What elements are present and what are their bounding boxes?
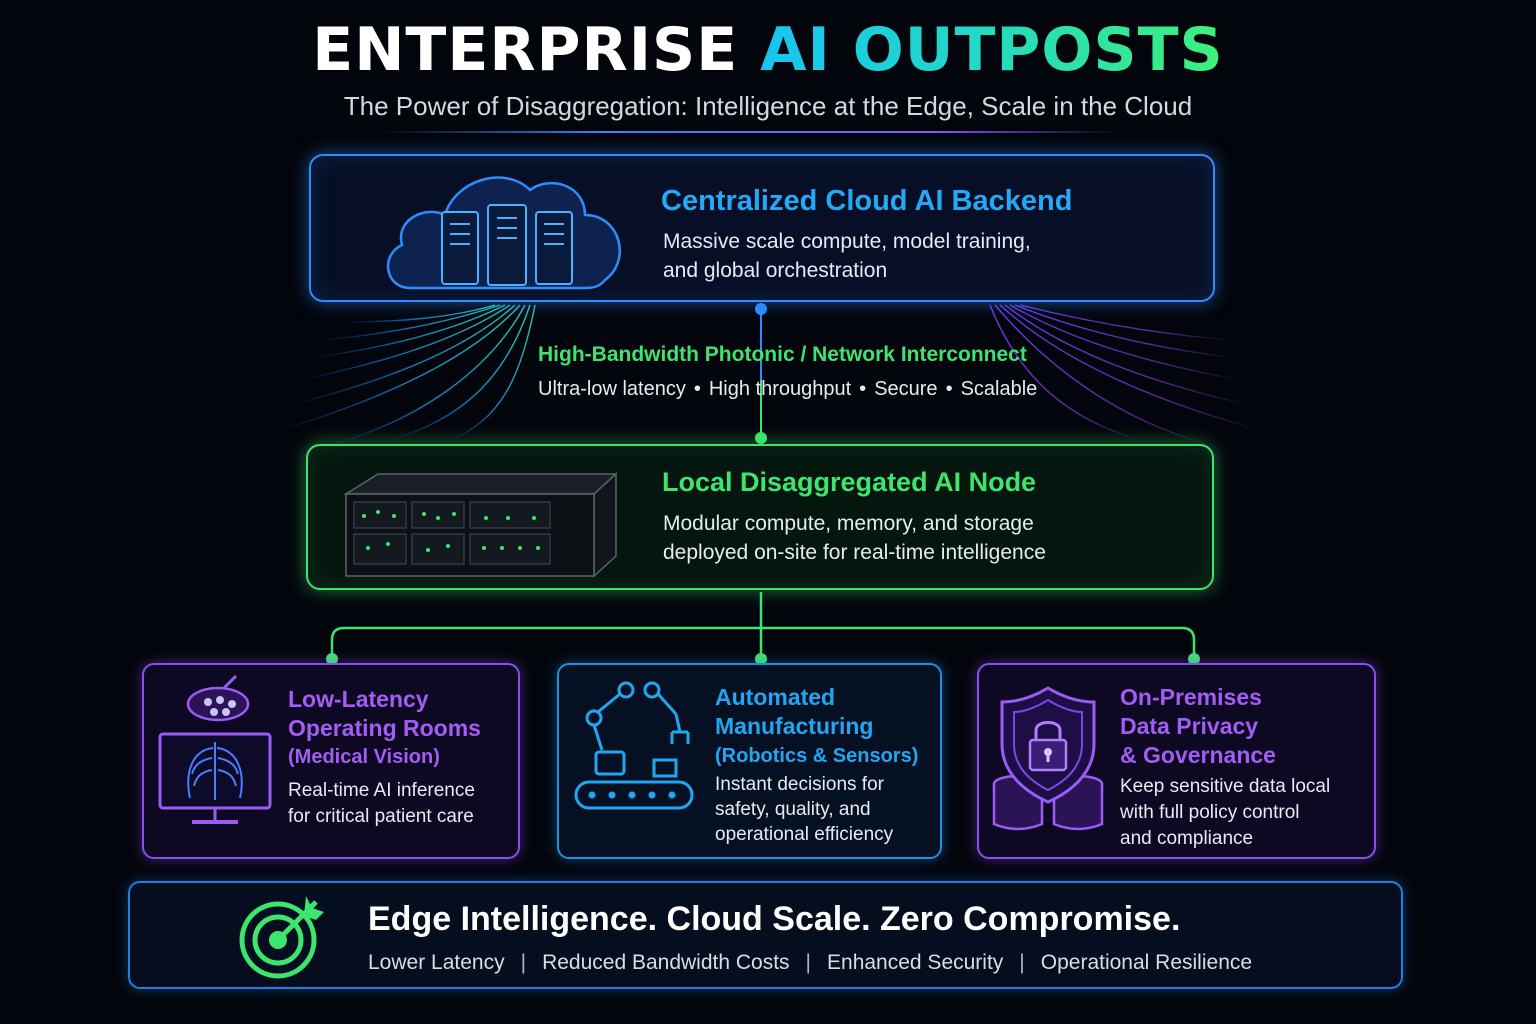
shield-lock-icon xyxy=(992,686,1104,831)
card1-body-line1: Real-time AI inference xyxy=(288,780,475,801)
benefit-separator: | xyxy=(805,951,812,974)
feature-scalable: Scalable xyxy=(960,378,1038,400)
feature-low-latency: Ultra-low latency xyxy=(538,378,686,400)
cloud-server-icon xyxy=(386,176,621,290)
left-streams xyxy=(279,304,536,446)
card3-body-line2: with full policy control xyxy=(1120,802,1300,823)
interconnect-features: Ultra-low latency • High throughput • Se… xyxy=(538,378,1037,401)
card1-title-line2: Operating Rooms xyxy=(288,715,481,741)
card2-subtitle: (Robotics & Sensors) xyxy=(715,745,919,767)
feature-separator: • xyxy=(945,378,953,400)
card2-body-line1: Instant decisions for xyxy=(715,774,884,795)
right-streams xyxy=(989,304,1261,446)
cloud-backend-line2: and global orchestration xyxy=(663,259,888,282)
card1-body-line2: for critical patient care xyxy=(288,806,474,827)
card3-body-line3: and compliance xyxy=(1120,828,1254,849)
feature-secure: Secure xyxy=(874,378,938,400)
local-node-title: Local Disaggregated AI Node xyxy=(662,467,1037,497)
footer-tagline: Edge Intelligence. Cloud Scale. Zero Com… xyxy=(368,900,1181,938)
medical-monitor-icon xyxy=(158,674,272,824)
page-subtitle: The Power of Disaggregation: Intelligenc… xyxy=(343,91,1193,121)
cloud-backend-line1: Massive scale compute, model training, xyxy=(663,230,1031,253)
title-part-1: ENTERPRISE xyxy=(312,15,739,85)
local-node-line1: Modular compute, memory, and storage xyxy=(663,512,1034,535)
local-node-line2: deployed on-site for real-time intellige… xyxy=(663,541,1046,564)
footer-banner xyxy=(128,881,1403,989)
card2-body-line2: safety, quality, and xyxy=(715,799,871,820)
interconnect-title: High-Bandwidth Photonic / Network Interc… xyxy=(538,343,1027,366)
benefit-resilience: Operational Resilience xyxy=(1040,951,1253,974)
card1-title-line1: Low-Latency xyxy=(288,686,429,712)
card3-title-line1: On-Premises xyxy=(1120,684,1262,710)
card2-body-line3: operational efficiency xyxy=(715,824,894,845)
feature-separator: • xyxy=(693,378,701,400)
card1-subtitle: (Medical Vision) xyxy=(288,746,440,768)
card3-title-line2: Data Privacy xyxy=(1120,713,1259,739)
footer-benefits: Lower Latency | Reduced Bandwidth Costs … xyxy=(368,951,1252,975)
card3-body-line1: Keep sensitive data local xyxy=(1120,776,1331,797)
server-rack-icon xyxy=(343,472,618,578)
target-icon xyxy=(239,896,324,979)
feature-throughput: High throughput xyxy=(708,378,852,400)
benefit-security: Enhanced Security xyxy=(827,951,1004,974)
cloud-backend-title: Centralized Cloud AI Backend xyxy=(661,185,1073,217)
benefit-separator: | xyxy=(520,951,527,974)
title-divider xyxy=(380,131,1120,133)
benefit-separator: | xyxy=(1019,951,1025,974)
benefit-bandwidth: Reduced Bandwidth Costs xyxy=(542,951,790,974)
card2-title-line1: Automated xyxy=(715,684,836,710)
card3-title-line3: & Governance xyxy=(1120,742,1276,768)
benefit-lower-latency: Lower Latency xyxy=(368,951,505,974)
title-part-2: AI OUTPOSTS xyxy=(760,15,1224,85)
feature-separator: • xyxy=(859,378,867,400)
robot-arm-icon xyxy=(574,681,694,810)
card2-title-line2: Manufacturing xyxy=(715,713,874,739)
page-title: ENTERPRISE AI OUTPOSTS xyxy=(0,14,1536,86)
